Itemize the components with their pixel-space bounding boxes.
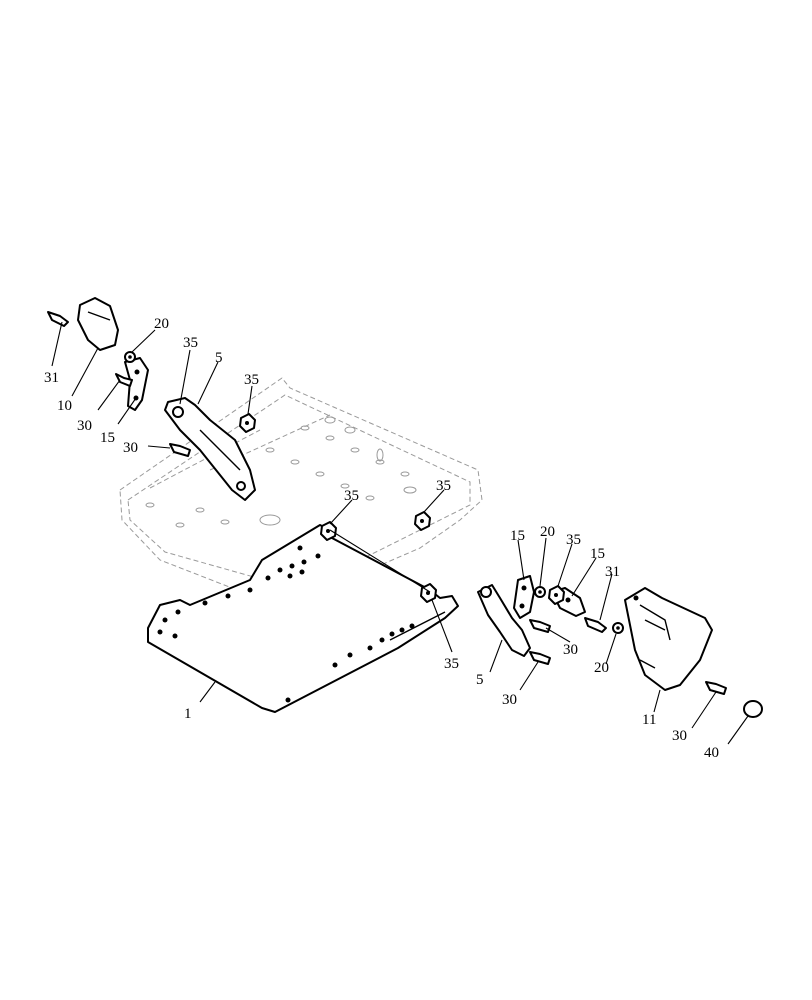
right-mount-block-11 (624, 587, 713, 691)
callout-30-left-b: 30 (123, 440, 138, 456)
nut-35-b (420, 583, 437, 603)
callout-30-left-a: 30 (77, 418, 92, 434)
callout-35-right: 35 (566, 532, 581, 548)
callout-20-right-b: 20 (594, 660, 609, 676)
callout-5-left: 5 (215, 350, 223, 366)
leader-lines (51, 321, 749, 745)
bolt-30-right-a (529, 619, 551, 633)
washer-20-left (124, 351, 136, 363)
callout-5-right: 5 (476, 672, 484, 688)
callout-35-center: 35 (344, 488, 359, 504)
callout-11: 11 (642, 712, 656, 728)
bolt-30-left-b (169, 443, 191, 457)
callout-15-left: 15 (100, 430, 115, 446)
callout-labels: 31 10 20 30 15 35 5 35 30 35 35 1 35 15 … (44, 316, 719, 761)
nut-35-a (320, 521, 337, 541)
callout-40: 40 (704, 745, 719, 761)
callout-30-right-a: 30 (563, 642, 578, 658)
bolt-30-right-c (705, 681, 727, 695)
left-mount-block-10 (77, 297, 119, 351)
washer-20-right-b (612, 622, 624, 634)
callout-35-right-top: 35 (436, 478, 451, 494)
callout-31-left: 31 (44, 370, 59, 386)
nut-35-d (414, 511, 431, 531)
nut-35-c (239, 413, 256, 433)
right-plate-15-a (513, 575, 535, 619)
callout-30-right-b: 30 (502, 692, 517, 708)
base-plate (147, 524, 459, 713)
callout-35-left-a: 35 (183, 335, 198, 351)
callout-35-plate: 35 (444, 656, 459, 672)
callout-30-right-c: 30 (672, 728, 687, 744)
bolt-30-right-b (529, 651, 551, 665)
callout-35-left-b: 35 (244, 372, 259, 388)
callout-10: 10 (57, 398, 72, 414)
ghost-seat-pan (119, 377, 483, 611)
cap-40 (743, 700, 763, 718)
bolt-31-left (47, 311, 69, 327)
right-bracket-5 (477, 584, 531, 657)
callout-31-right: 31 (605, 564, 620, 580)
callout-15-right-b: 15 (590, 546, 605, 562)
callout-20-right-a: 20 (540, 524, 555, 540)
bolt-31-right (584, 617, 607, 633)
left-bracket-5 (164, 397, 256, 501)
nut-35-e (548, 585, 565, 605)
callout-1: 1 (184, 706, 192, 722)
callout-20-left: 20 (154, 316, 169, 332)
callout-15-right-a: 15 (510, 528, 525, 544)
washer-20-right-a (534, 586, 546, 598)
